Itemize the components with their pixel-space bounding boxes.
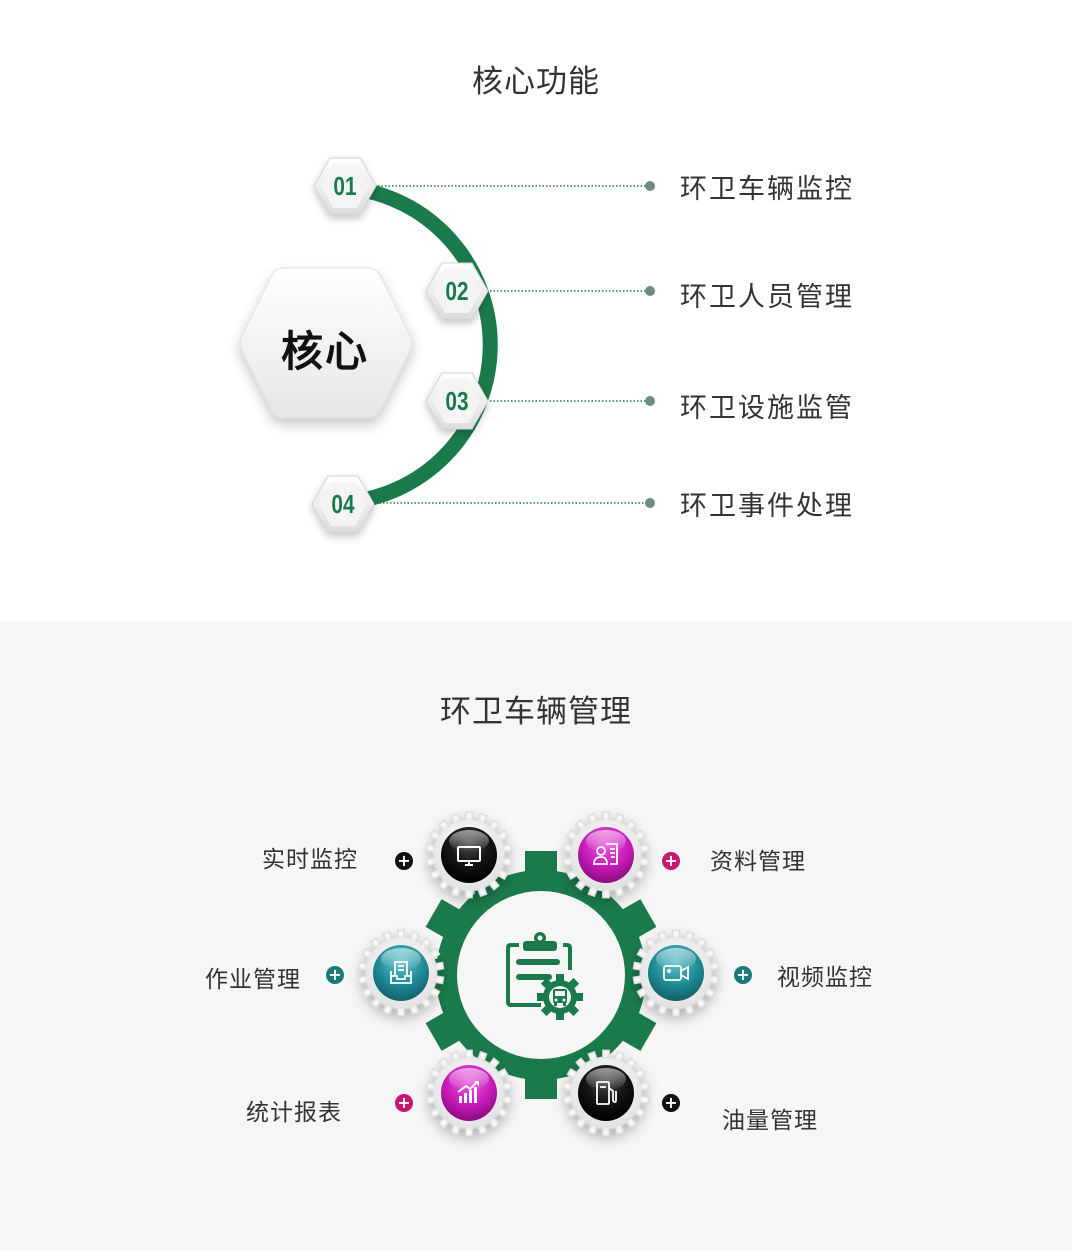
module-statistics-report <box>425 1049 513 1137</box>
monitor-icon <box>457 846 481 866</box>
core-diagram <box>239 157 655 533</box>
number-hex-03 <box>425 372 489 430</box>
number-03: 03 <box>445 386 469 416</box>
feature-label-facility-supervision: 环卫设施监管 <box>680 393 854 424</box>
module-realtime-monitoring <box>425 811 513 899</box>
document-tray-icon <box>390 961 412 984</box>
feature-label-vehicle-monitoring: 环卫车辆监控 <box>680 174 854 205</box>
expand-plus-icon[interactable]: + <box>395 852 413 870</box>
module-label-work-management[interactable]: 作业管理 <box>205 967 301 993</box>
expand-plus-icon[interactable]: + <box>395 1094 413 1112</box>
module-video-monitoring <box>632 929 720 1017</box>
connector-dot <box>645 396 655 406</box>
profile-document-icon <box>593 843 618 865</box>
connector-dot <box>645 498 655 508</box>
module-fuel-management <box>562 1049 650 1137</box>
module-data-management <box>562 811 650 899</box>
expand-plus-icon[interactable]: + <box>326 966 344 984</box>
module-label-video-monitoring[interactable]: 视频监控 <box>777 965 873 991</box>
number-02: 02 <box>445 276 469 306</box>
center-label: 核心 <box>280 327 369 376</box>
module-label-fuel-management[interactable]: 油量管理 <box>722 1108 818 1134</box>
expand-plus-icon[interactable]: + <box>734 966 752 984</box>
fuel-pump-icon <box>596 1081 617 1105</box>
module-label-statistics-report[interactable]: 统计报表 <box>246 1100 342 1126</box>
connector-dot <box>645 286 655 296</box>
connector-dot <box>645 181 655 191</box>
connector-arc <box>349 180 498 510</box>
expand-plus-icon[interactable]: + <box>662 1094 680 1112</box>
number-hex-01 <box>313 157 377 215</box>
bar-chart-trend-icon <box>457 1081 479 1103</box>
core-functions-section: 核心功能 <box>0 0 1072 622</box>
number-hex-02 <box>425 262 489 320</box>
dotted-connectors <box>376 185 648 504</box>
video-camera-icon <box>663 965 689 981</box>
center-hexagon <box>239 267 413 419</box>
module-work-management <box>357 929 445 1017</box>
module-label-realtime-monitoring[interactable]: 实时监控 <box>262 847 358 873</box>
feature-label-event-handling: 环卫事件处理 <box>680 491 854 522</box>
feature-label-personnel-management: 环卫人员管理 <box>680 282 854 313</box>
module-label-data-management[interactable]: 资料管理 <box>710 849 806 875</box>
number-01: 01 <box>333 171 357 201</box>
number-04: 04 <box>331 489 355 519</box>
section-title: 环卫车辆管理 <box>440 694 632 730</box>
number-hex-04 <box>311 475 375 533</box>
section-title: 核心功能 <box>472 64 600 100</box>
expand-plus-icon[interactable]: + <box>662 852 680 870</box>
clipboard-gear-bus-icon <box>506 932 583 1020</box>
